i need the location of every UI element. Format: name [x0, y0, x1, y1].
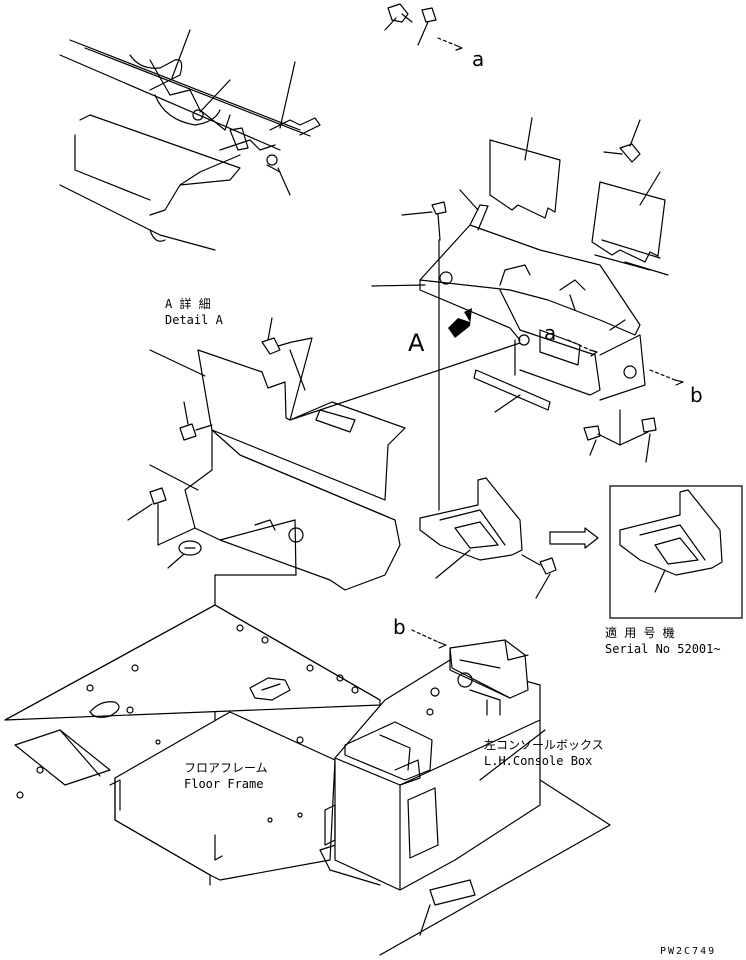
arrow-b-console-label: b	[393, 615, 406, 639]
arrow-a-top-label: a	[472, 47, 485, 71]
serial-inset	[609, 485, 743, 619]
top-bolt-group	[384, 3, 463, 51]
middle-bracket	[419, 477, 599, 599]
drawing-code: PW2C749	[660, 946, 717, 957]
cover-assembly	[371, 117, 684, 463]
serial-number: Serial No 52001~	[605, 642, 721, 656]
floor-frame-title-en: Floor Frame	[184, 777, 264, 791]
arrow-a-mid-label: a	[544, 321, 557, 345]
detail-a-title-en: Detail A	[165, 313, 223, 327]
floor-frame	[4, 604, 611, 956]
arrow-b-right-label: b	[690, 383, 703, 407]
detail-a-title-jp: A 詳 細	[165, 297, 211, 311]
console-box-title-en: L.H.Console Box	[484, 754, 593, 768]
view-a-label: A	[408, 329, 425, 357]
serial-title-jp: 適 用 号 機	[605, 626, 675, 640]
floor-frame-title-jp: フロアフレーム	[184, 761, 268, 775]
detail-a-drawing	[59, 29, 321, 251]
console-box-title-jp: 左コンソールボックス	[484, 738, 604, 752]
console-box-drawing	[324, 629, 546, 891]
